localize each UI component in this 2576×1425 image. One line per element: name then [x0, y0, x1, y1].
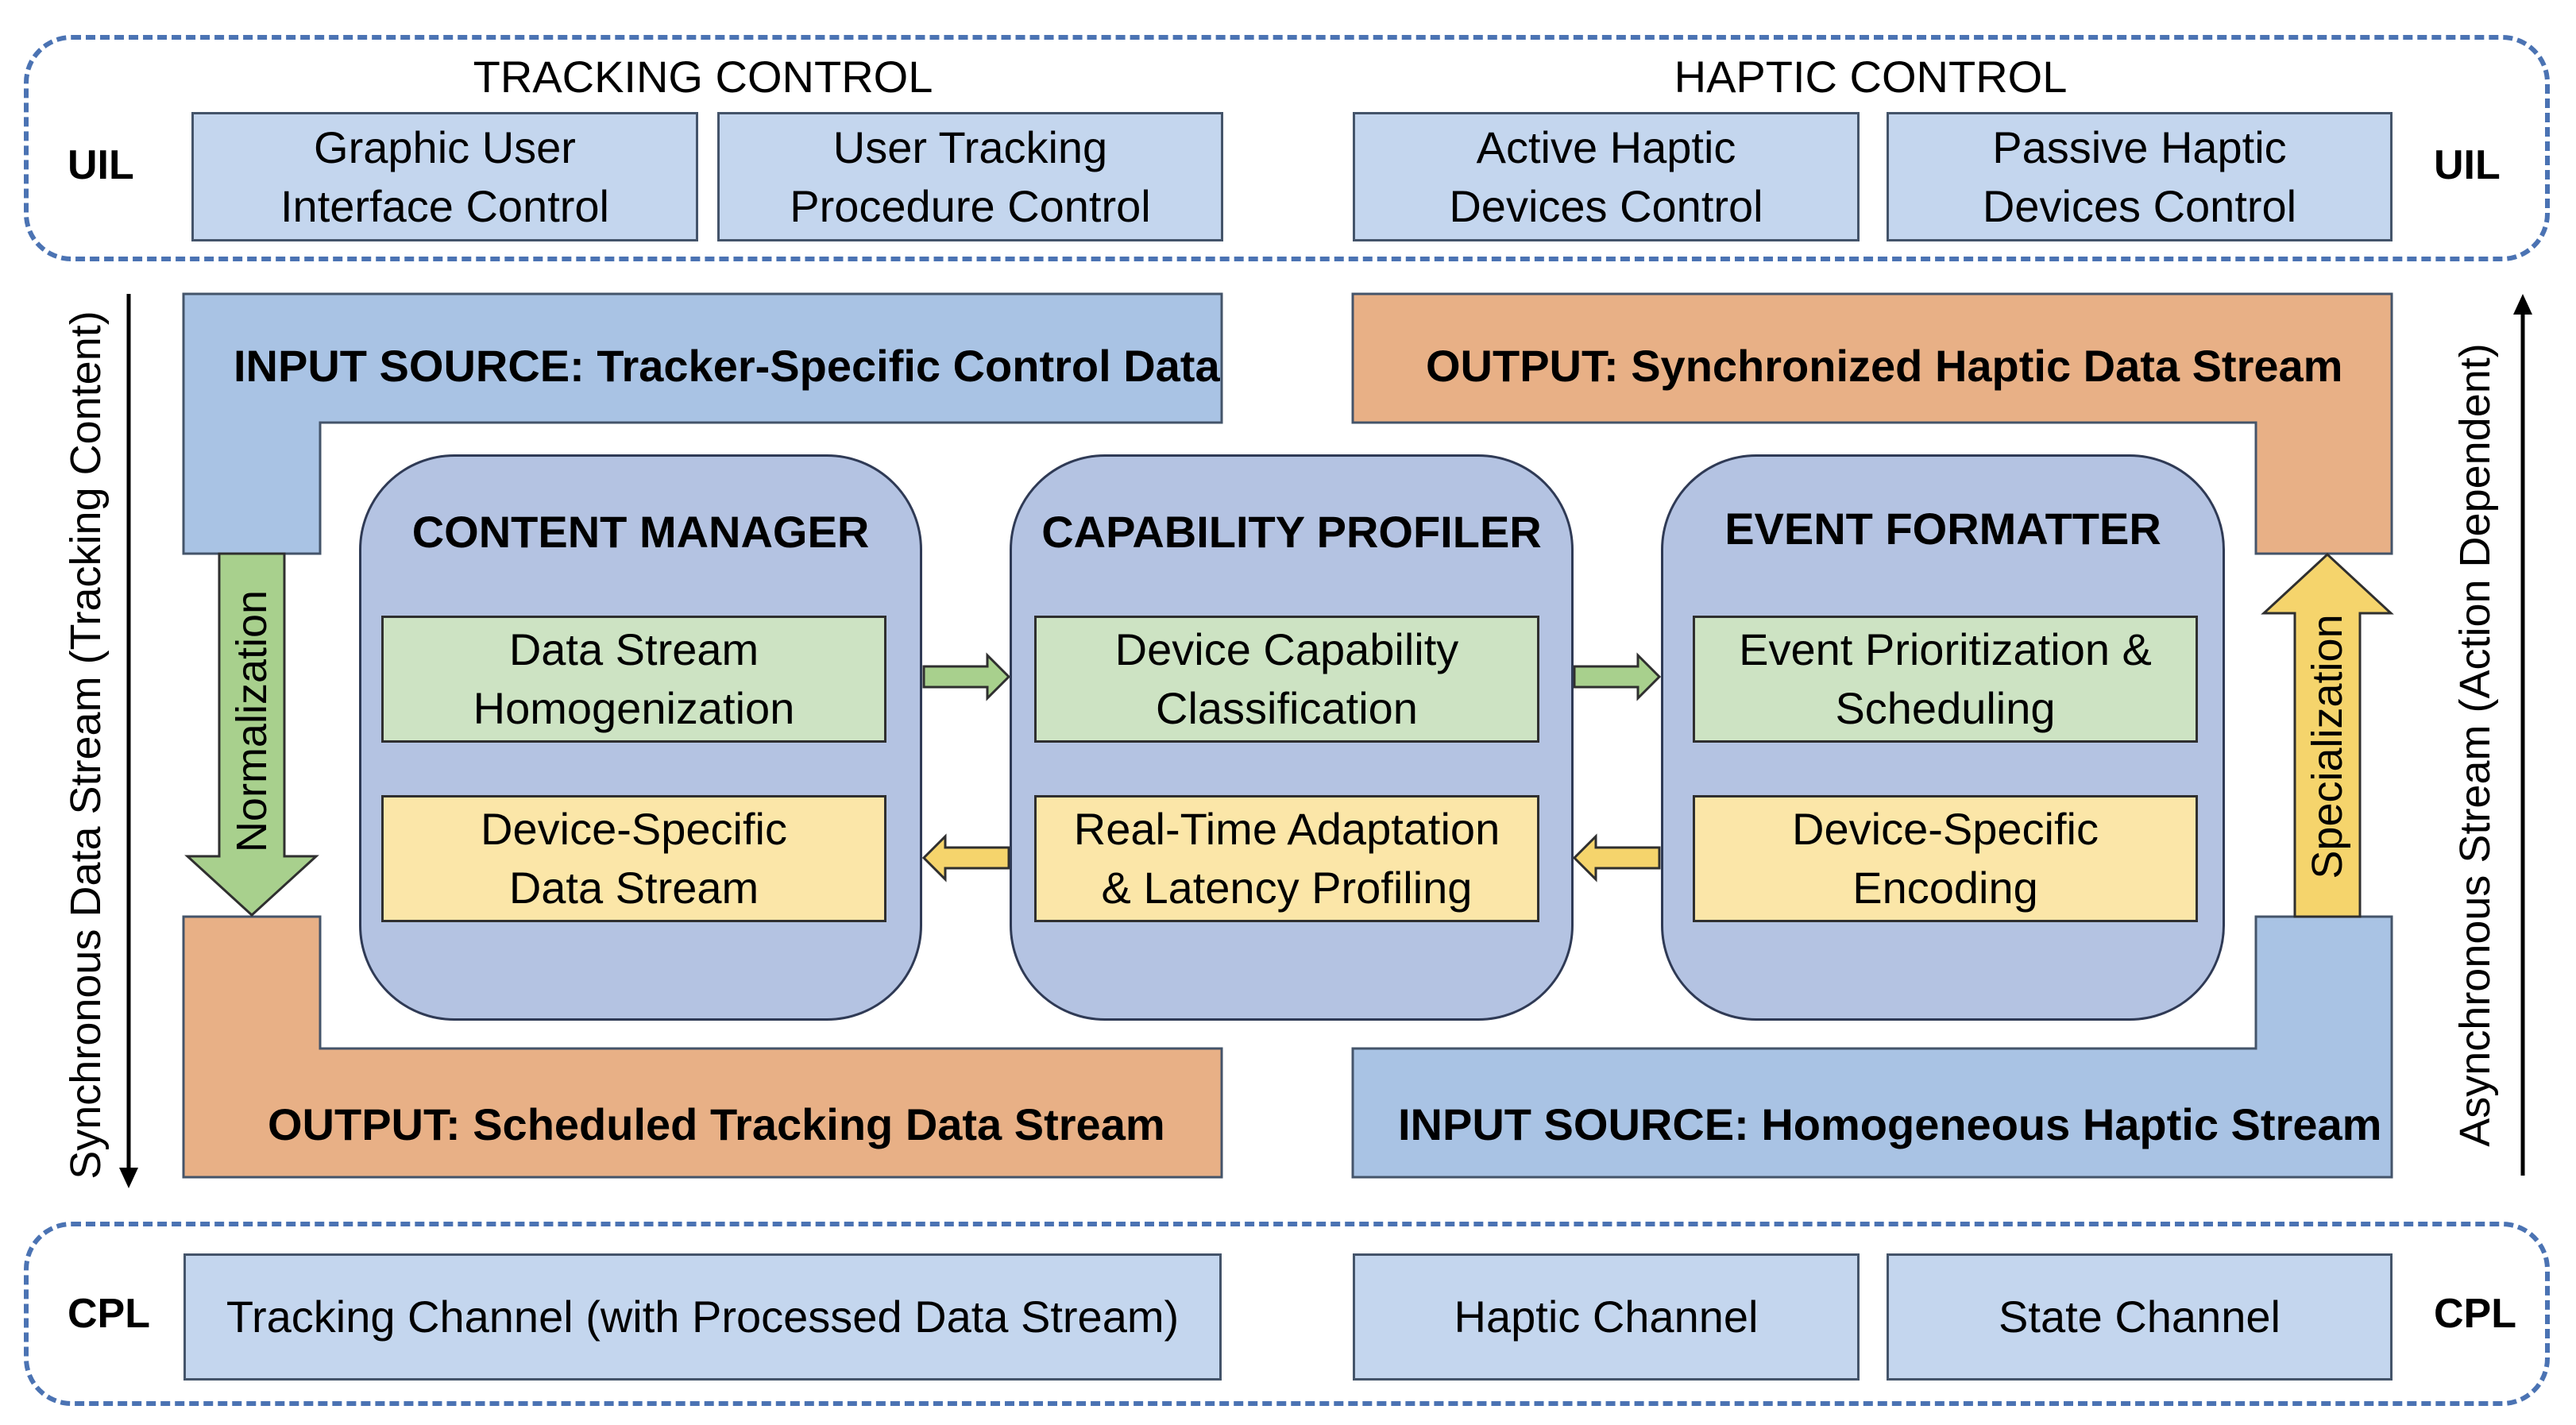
uil-layer	[24, 35, 2550, 261]
device-capability-classification-box: Device Capability Classification	[1034, 616, 1539, 743]
device-specific-encoding-box: Device-Specific Encoding	[1693, 795, 2198, 922]
event-formatter-title: EVENT FORMATTER	[1724, 504, 2161, 554]
specialization-arrow	[2261, 552, 2394, 918]
arrow-profiler-to-content	[921, 833, 1010, 882]
device-specific-data-stream-box: Device-Specific Data Stream	[381, 795, 886, 922]
asynchronous-stream-label: Asynchronous Stream (Action Dependent)	[2451, 343, 2499, 1147]
event-prioritization-box: Event Prioritization & Scheduling	[1693, 616, 2198, 743]
output-left-label: OUTPUT: Scheduled Tracking Data Stream	[268, 1099, 1165, 1149]
specialization-label: Specialization	[2304, 614, 2351, 879]
graphic-user-interface-control-box: Graphic User Interface Control	[191, 112, 698, 241]
state-channel-box: State Channel	[1887, 1253, 2393, 1381]
input-source-left-label: INPUT SOURCE: Tracker-Specific Control D…	[234, 341, 1220, 391]
output-left-band	[182, 915, 1223, 1179]
normalization-arrow	[184, 552, 319, 917]
capability-profiler-title: CAPABILITY PROFILER	[1041, 507, 1542, 557]
haptic-control-title: HAPTIC CONTROL	[1674, 52, 2068, 102]
arrow-formatter-to-profiler	[1572, 833, 1661, 882]
uil-right-label: UIL	[2434, 142, 2501, 188]
passive-haptic-devices-control-box: Passive Haptic Devices Control	[1887, 112, 2393, 241]
user-tracking-procedure-control-box: User Tracking Procedure Control	[717, 112, 1223, 241]
normalization-label: Normalization	[228, 589, 276, 853]
tracking-channel-box: Tracking Channel (with Processed Data St…	[183, 1253, 1222, 1381]
cpl-left-label: CPL	[68, 1291, 150, 1337]
input-source-right-label: INPUT SOURCE: Homogeneous Haptic Stream	[1398, 1099, 2382, 1149]
cpl-right-label: CPL	[2434, 1291, 2516, 1337]
haptic-channel-box: Haptic Channel	[1353, 1253, 1860, 1381]
input-source-right-band	[1351, 915, 2393, 1179]
data-stream-homogenization-box: Data Stream Homogenization	[381, 616, 886, 743]
content-manager-title: CONTENT MANAGER	[411, 507, 870, 557]
output-right-label: OUTPUT: Synchronized Haptic Data Stream	[1426, 341, 2343, 391]
arrow-profiler-to-formatter	[1573, 652, 1662, 701]
right-side-up-arrow-head	[2513, 294, 2532, 315]
input-source-left-band	[182, 292, 1223, 555]
synchronous-stream-label: Synchronous Data Stream (Tracking Conten…	[62, 311, 110, 1180]
left-side-down-arrow-head	[119, 1168, 138, 1188]
cpl-layer	[24, 1222, 2550, 1406]
output-right-band	[1351, 292, 2393, 555]
uil-left-label: UIL	[68, 142, 134, 188]
arrow-content-to-profiler	[922, 652, 1011, 701]
tracking-control-title: TRACKING CONTROL	[473, 52, 933, 102]
real-time-adaptation-box: Real-Time Adaptation & Latency Profiling	[1034, 795, 1539, 922]
active-haptic-devices-control-box: Active Haptic Devices Control	[1353, 112, 1860, 241]
